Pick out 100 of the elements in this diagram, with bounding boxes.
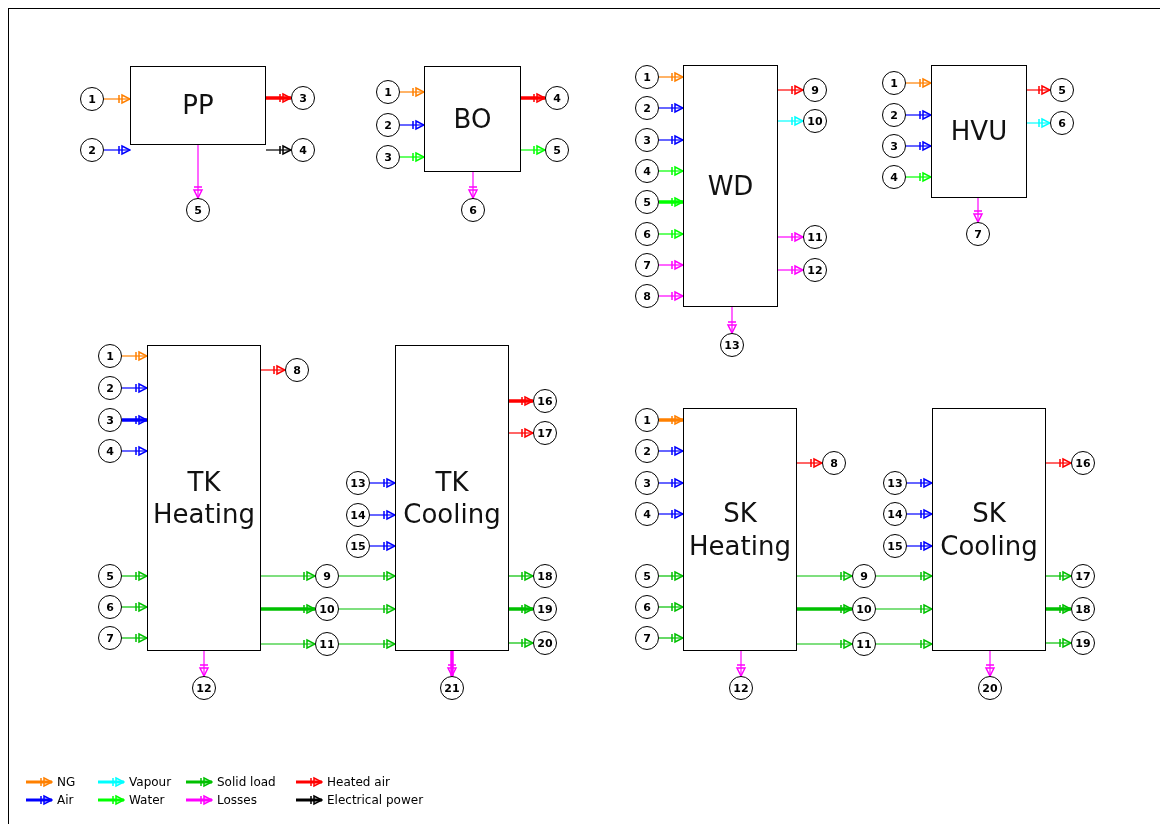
stream-number: 1 — [890, 77, 898, 89]
stream-number: 1 — [643, 414, 651, 426]
stream-number: 16 — [1075, 457, 1091, 469]
stream-number-circle — [346, 534, 370, 558]
stream-number: 13 — [887, 477, 903, 489]
stream-number: 2 — [643, 102, 651, 114]
process-label: TK Cooling — [402, 465, 502, 531]
stream-number: 19 — [537, 603, 553, 615]
legend-label: Water — [129, 793, 165, 807]
stream-number-circle — [803, 109, 827, 133]
legend-label: Losses — [217, 793, 257, 807]
stream-number-circle — [285, 358, 309, 382]
stream-number: 21 — [444, 682, 460, 694]
stream-number-circle — [635, 284, 659, 308]
stream-number: 7 — [106, 632, 114, 644]
stream-number-circle — [1050, 111, 1074, 135]
legend-label: Vapour — [129, 775, 172, 789]
stream-number: 8 — [830, 457, 838, 469]
stream-number-circle — [883, 502, 907, 526]
stream-number-circle — [98, 408, 122, 432]
stream-number-circle — [1050, 78, 1074, 102]
process-label: SK Heating — [688, 497, 792, 562]
stream-number: 20 — [982, 682, 998, 694]
stream-number-circle — [882, 134, 906, 158]
stream-number-circle — [186, 198, 210, 222]
stream-number: 5 — [194, 204, 202, 216]
stream-number: 4 — [643, 508, 651, 520]
stream-number: 10 — [807, 115, 823, 127]
stream-number: 14 — [350, 509, 366, 521]
stream-number: 11 — [807, 231, 823, 243]
stream-number: 1 — [643, 71, 651, 83]
stream-number: 4 — [106, 445, 114, 457]
stream-number: 2 — [384, 119, 392, 131]
stream-number-circle — [635, 222, 659, 246]
stream-number-circle — [315, 564, 339, 588]
stream-number: 11 — [319, 638, 335, 650]
stream-number-circle — [635, 471, 659, 495]
stream-number-circle — [635, 626, 659, 650]
stream-number: 9 — [323, 570, 331, 582]
stream-number-circle — [98, 564, 122, 588]
stream-number-circle — [315, 632, 339, 656]
stream-number-circle — [376, 145, 400, 169]
stream-number: 12 — [807, 264, 823, 276]
stream-number-circle — [533, 564, 557, 588]
stream-number-circle — [192, 676, 216, 700]
stream-number-circle — [635, 502, 659, 526]
stream-number-circle — [98, 439, 122, 463]
stream-number-circle — [978, 676, 1002, 700]
stream-number: 6 — [469, 204, 477, 216]
stream-number-circle — [803, 78, 827, 102]
stream-number: 12 — [733, 682, 749, 694]
stream-number-circle — [635, 408, 659, 432]
stream-number-circle — [98, 595, 122, 619]
stream-number-circle — [882, 165, 906, 189]
stream-number-circle — [533, 389, 557, 413]
stream-number-circle — [80, 138, 104, 162]
stream-number: 5 — [106, 570, 114, 582]
stream-number: 5 — [553, 144, 561, 156]
stream-number-circle — [883, 471, 907, 495]
process-box — [130, 66, 266, 145]
stream-number: 2 — [643, 445, 651, 457]
process-label: WD — [707, 169, 754, 203]
stream-number-circle — [635, 595, 659, 619]
stream-number-circle — [291, 138, 315, 162]
stream-number: 4 — [299, 144, 307, 156]
stream-number-circle — [635, 439, 659, 463]
stream-number: 19 — [1075, 637, 1091, 649]
stream-number: 4 — [643, 165, 651, 177]
stream-number: 10 — [319, 603, 335, 615]
stream-number-circle — [720, 333, 744, 357]
stream-number: 10 — [856, 603, 872, 615]
stream-number-circle — [883, 534, 907, 558]
stream-number-circle — [545, 138, 569, 162]
stream-number-circle — [803, 225, 827, 249]
stream-number: 4 — [890, 171, 898, 183]
stream-number: 13 — [350, 477, 366, 489]
stream-number-circle — [533, 631, 557, 655]
stream-number: 14 — [887, 508, 903, 520]
stream-number: 7 — [643, 259, 651, 271]
stream-number-circle — [98, 376, 122, 400]
stream-number-circle — [98, 344, 122, 368]
stream-number-circle — [346, 471, 370, 495]
stream-number-circle — [376, 80, 400, 104]
stream-number-circle — [315, 597, 339, 621]
process-box — [683, 65, 778, 307]
stream-number-circle — [1071, 597, 1095, 621]
stream-number: 20 — [537, 637, 553, 649]
stream-number-circle — [461, 198, 485, 222]
stream-number: 5 — [643, 570, 651, 582]
stream-number-circle — [803, 258, 827, 282]
stream-number: 6 — [106, 601, 114, 613]
stream-number-circle — [635, 159, 659, 183]
stream-number: 3 — [643, 134, 651, 146]
stream-number-circle — [80, 87, 104, 111]
stream-number-circle — [533, 597, 557, 621]
stream-number-circle — [533, 421, 557, 445]
stream-number-circle — [852, 632, 876, 656]
stream-number: 4 — [553, 92, 561, 104]
legend-label: Electrical power — [327, 793, 424, 807]
stream-number-circle — [291, 86, 315, 110]
